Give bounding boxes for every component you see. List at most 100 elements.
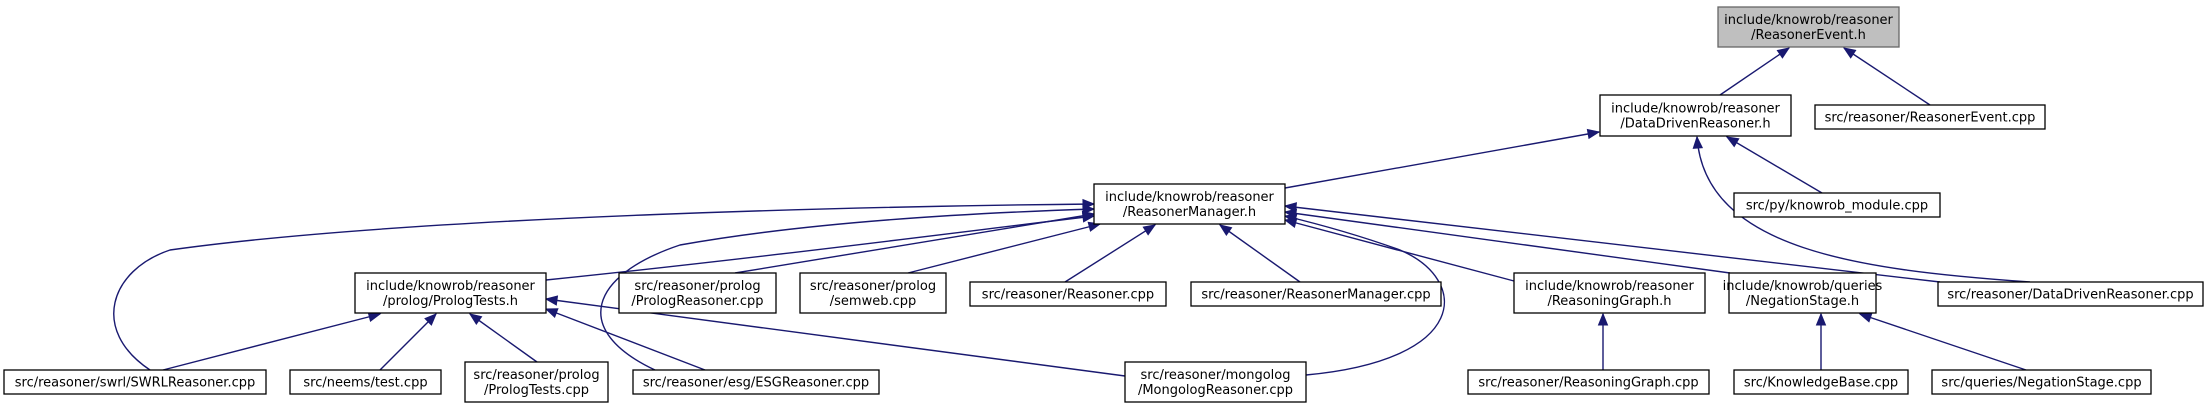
- file-node-root[interactable]: include/knowrob/reasoner/ReasonerEvent.h: [1717, 6, 1900, 48]
- node-label-line: src/py/knowrob_module.cpp: [1746, 199, 1928, 214]
- edge-line: [1064, 224, 1156, 283]
- node-label-line: src/reasoner/esg/ESGReasoner.cpp: [643, 376, 869, 391]
- node-box: [1093, 183, 1286, 225]
- edge-arrowhead: [1586, 128, 1601, 140]
- edge-line: [113, 203, 1095, 371]
- file-node-neems[interactable]: src/neems/test.cpp: [289, 369, 442, 395]
- dependency-edge-ddr_cpp-to-ddr_h: [1692, 135, 2031, 283]
- edge-arrowhead: [424, 313, 437, 326]
- edge-line: [1696, 136, 2031, 283]
- node-box: [464, 361, 609, 403]
- node-box: [1717, 6, 1900, 48]
- file-node-swrl[interactable]: src/reasoner/swrl/SWRLReasoner.cpp: [3, 369, 267, 395]
- node-label-line: /ReasonerEvent.h: [1751, 28, 1866, 43]
- node-box: [1733, 369, 1909, 395]
- edge-line: [379, 313, 437, 371]
- edge-arrowhead: [544, 295, 559, 306]
- edge-arrowhead: [544, 308, 559, 319]
- file-node-pt-h[interactable]: include/knowrob/reasoner/prolog/PrologTe…: [354, 272, 547, 314]
- dependency-edge-py-to-ddr_h: [1725, 136, 1823, 194]
- node-box: [1931, 369, 2152, 395]
- edge-line: [907, 223, 1101, 274]
- file-node-ns-cpp[interactable]: src/queries/NegationStage.cpp: [1931, 369, 2152, 395]
- dependency-edge-ns_h-to-rm_h: [1283, 208, 1731, 274]
- file-node-rg-h[interactable]: include/knowrob/reasoner/ReasoningGraph.…: [1513, 272, 1706, 314]
- edge-arrowhead: [1725, 136, 1740, 148]
- node-label-line: src/reasoner/prolog: [634, 279, 760, 294]
- edge-arrowhead: [1142, 224, 1157, 236]
- edge-arrowhead: [1283, 217, 1298, 229]
- node-label-line: include/knowrob/reasoner: [366, 279, 535, 294]
- node-label-line: /PrologTests.cpp: [484, 383, 589, 398]
- node-label-line: src/reasoner/Reasoner.cpp: [982, 288, 1154, 303]
- file-node-ddr-h[interactable]: include/knowrob/reasoner/DataDrivenReaso…: [1599, 94, 1792, 137]
- file-node-rg-cpp[interactable]: src/reasoner/ReasoningGraph.cpp: [1467, 369, 1710, 395]
- dependency-edge-rg_cpp-to-rg_h: [1597, 312, 1609, 370]
- edge-line: [1284, 211, 1731, 274]
- edge-line: [1284, 215, 1446, 376]
- dependency-edge-kb-to-ns_h: [1815, 312, 1827, 370]
- node-label-line: /prolog/PrologTests.h: [383, 294, 518, 309]
- node-label-line: /ReasonerManager.h: [1123, 205, 1256, 220]
- file-node-pt-cpp[interactable]: src/reasoner/prolog/PrologTests.cpp: [464, 361, 609, 403]
- file-node-mongo[interactable]: src/reasoner/mongolog/MongologReasoner.c…: [1124, 361, 1307, 403]
- dependency-edge-rmgr_cpp-to-rm_h: [1218, 224, 1301, 283]
- edge-line: [734, 213, 1095, 274]
- file-node-ddr-cpp[interactable]: src/reasoner/DataDrivenReasoner.cpp: [1937, 281, 2204, 307]
- node-box: [1513, 272, 1706, 314]
- edge-arrowhead: [1776, 47, 1791, 59]
- edge-line: [1726, 136, 1823, 194]
- edge-arrowhead: [1597, 312, 1609, 326]
- edge-line: [1219, 224, 1301, 283]
- node-box: [1733, 192, 1941, 218]
- node-label-line: src/reasoner/DataDrivenReasoner.cpp: [1947, 288, 2193, 303]
- dependency-edge-sw_cpp-to-rm_h: [907, 221, 1102, 274]
- node-box: [289, 369, 442, 395]
- dependency-edge-rg_h-to-rm_h: [1283, 217, 1515, 282]
- file-node-kb[interactable]: src/KnowledgeBase.cpp: [1733, 369, 1909, 395]
- node-box: [1124, 361, 1307, 403]
- file-node-rmgr-cpp[interactable]: src/reasoner/ReasonerManager.cpp: [1190, 281, 1442, 307]
- file-node-pr-cpp[interactable]: src/reasoner/prolog/PrologReasoner.cpp: [618, 272, 777, 314]
- edge-line: [1284, 131, 1600, 189]
- edge-line: [469, 313, 538, 363]
- file-node-esg[interactable]: src/reasoner/esg/ESGReasoner.cpp: [632, 369, 880, 395]
- node-label-line: include/knowrob/reasoner: [1611, 102, 1780, 117]
- node-label-line: src/queries/NegationStage.cpp: [1941, 376, 2141, 391]
- dependency-edge-swrl-to-pt_h: [162, 311, 382, 371]
- file-node-ns-h[interactable]: include/knowrob/queries/NegationStage.h: [1723, 272, 1883, 314]
- node-label-line: include/knowrob/reasoner: [1724, 13, 1893, 28]
- file-node-re-cpp[interactable]: src/reasoner/ReasonerEvent.cpp: [1814, 104, 2046, 130]
- node-box: [1599, 94, 1792, 137]
- node-box: [618, 272, 777, 314]
- node-label-line: src/reasoner/ReasonerEvent.cpp: [1825, 111, 2036, 126]
- dependency-edge-rm_h-to-ddr_h: [1284, 128, 1601, 189]
- edge-arrowhead: [1842, 47, 1857, 59]
- dependency-edge-pt_cpp-to-pt_h: [468, 313, 538, 363]
- edge-arrowhead: [1283, 202, 1298, 213]
- dependency-edge-ddr_h-to-root: [1719, 47, 1791, 96]
- node-label-line: include/knowrob/queries: [1723, 279, 1883, 294]
- node-label-line: /MongologReasoner.cpp: [1138, 383, 1293, 398]
- node-box: [1814, 104, 2046, 130]
- node-box: [1728, 272, 1877, 314]
- edge-line: [162, 313, 381, 371]
- node-box: [3, 369, 267, 395]
- dependency-edges: [113, 47, 2031, 377]
- node-box: [969, 281, 1167, 307]
- node-label-line: src/neems/test.cpp: [303, 376, 427, 391]
- file-node-sw-cpp[interactable]: src/reasoner/prolog/semweb.cpp: [799, 272, 947, 314]
- edge-line: [600, 208, 1095, 371]
- node-label-line: src/reasoner/ReasonerManager.cpp: [1201, 288, 1430, 303]
- node-box: [1190, 281, 1442, 307]
- node-box: [632, 369, 880, 395]
- file-node-rm-h[interactable]: include/knowrob/reasoner/ReasonerManager…: [1093, 183, 1286, 225]
- dependency-edge-r_cpp-to-rm_h: [1064, 224, 1157, 283]
- file-node-py[interactable]: src/py/knowrob_module.cpp: [1733, 192, 1941, 218]
- node-label-line: /PrologReasoner.cpp: [631, 294, 763, 309]
- file-node-r-cpp[interactable]: src/reasoner/Reasoner.cpp: [969, 281, 1167, 307]
- node-label-line: src/reasoner/mongolog: [1141, 368, 1291, 383]
- edge-line: [1284, 205, 1941, 283]
- dependency-edge-neems-to-pt_h: [379, 313, 437, 371]
